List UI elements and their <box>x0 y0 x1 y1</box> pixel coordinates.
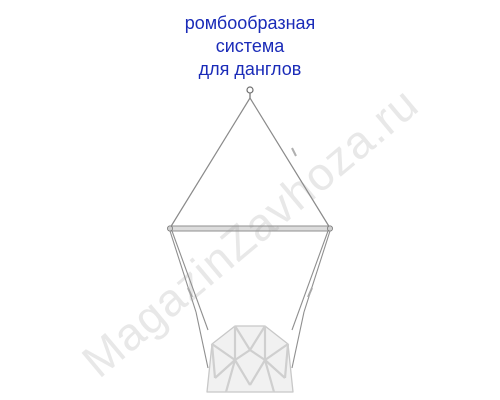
caption-line-1: ромбообразная <box>184 13 316 33</box>
caption-line-2: система <box>215 36 285 56</box>
seat-frame <box>206 325 294 393</box>
caption-line-3: для данглов <box>198 59 302 79</box>
top-hook <box>246 86 254 98</box>
caption: ромбообразная система для данглов <box>150 12 350 81</box>
lower-ropes <box>169 230 331 369</box>
upper-ropes <box>169 97 331 229</box>
